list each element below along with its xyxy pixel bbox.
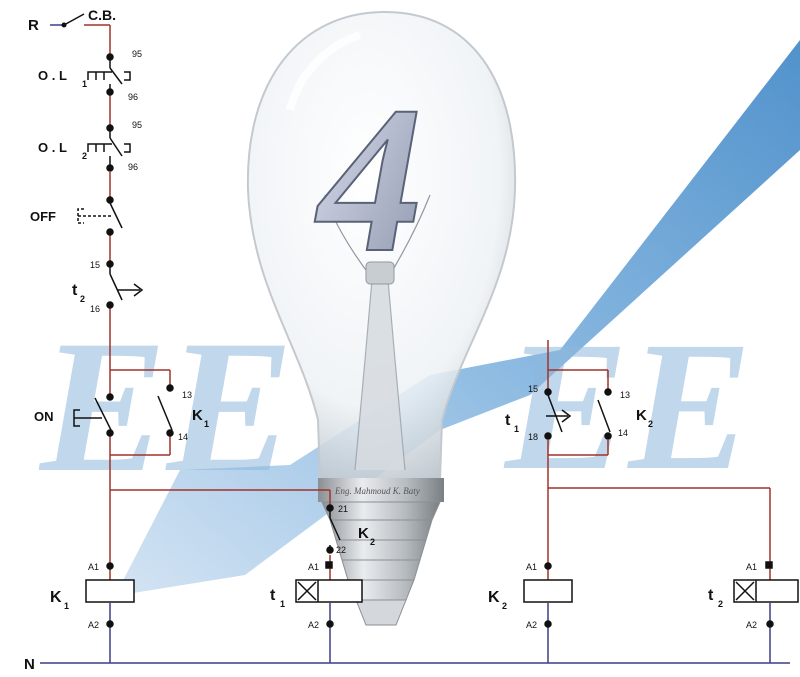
overload-contact-ol1 xyxy=(87,53,131,96)
k2-holding-contact xyxy=(597,388,612,440)
overload-contact-ol2 xyxy=(87,124,131,172)
svg-text:A1: A1 xyxy=(308,562,319,572)
coil-t1 xyxy=(295,561,363,628)
t2-contact-label: t 2 15 16 xyxy=(72,260,100,314)
ee-logo-watermark-right: EE xyxy=(503,304,752,509)
supply-phase-label: R xyxy=(28,17,39,34)
svg-text:O . L: O . L xyxy=(38,140,67,155)
svg-text:1: 1 xyxy=(204,419,209,429)
k1-holding-label: 13 14 K 1 xyxy=(178,390,209,442)
coil-t2 xyxy=(733,561,799,628)
svg-text:t: t xyxy=(708,587,714,604)
svg-text:EE: EE xyxy=(503,304,752,509)
svg-text:EE: EE xyxy=(38,302,293,512)
ol2-label: O . L 2 95 96 xyxy=(38,120,142,172)
light-bulb-watermark: Eng. Mahmoud K. Baty xyxy=(246,10,517,626)
svg-text:C.B.: C.B. xyxy=(88,7,116,23)
coil-k1 xyxy=(85,562,135,628)
svg-text:15: 15 xyxy=(528,384,538,394)
svg-text:K: K xyxy=(488,589,500,606)
t1-contact-label: t 1 15 18 xyxy=(505,384,538,442)
svg-text:13: 13 xyxy=(182,390,192,400)
svg-text:96: 96 xyxy=(128,92,138,102)
svg-text:96: 96 xyxy=(128,162,138,172)
svg-text:1: 1 xyxy=(82,79,87,89)
timer-contact-t1 xyxy=(544,388,572,440)
coil-t2-label: t 2 A1 A2 xyxy=(708,562,757,630)
svg-text:t: t xyxy=(270,587,276,604)
svg-text:22: 22 xyxy=(336,545,346,555)
svg-text:4: 4 xyxy=(314,64,423,296)
k1-holding-contact xyxy=(157,384,174,437)
svg-text:18: 18 xyxy=(528,432,538,442)
off-label: OFF xyxy=(30,209,56,224)
neutral-label: N xyxy=(24,656,35,673)
svg-text:14: 14 xyxy=(178,432,188,442)
svg-text:2: 2 xyxy=(718,599,723,609)
svg-text:R: R xyxy=(28,17,39,34)
svg-text:1: 1 xyxy=(514,424,519,434)
svg-text:2: 2 xyxy=(80,294,85,304)
svg-text:t: t xyxy=(505,412,511,429)
svg-text:N: N xyxy=(24,656,35,673)
svg-text:A2: A2 xyxy=(88,620,99,630)
on-pushbutton xyxy=(73,393,114,437)
bulb-caption: Eng. Mahmoud K. Baty xyxy=(334,486,420,496)
svg-text:2: 2 xyxy=(648,419,653,429)
ee-logo-watermark-left: EE xyxy=(38,302,293,512)
svg-text:14: 14 xyxy=(618,428,628,438)
k2-interlock-label: 21 22 K 2 xyxy=(336,504,375,555)
k2-holding-label: 13 14 K 2 xyxy=(618,390,653,438)
svg-text:15: 15 xyxy=(90,260,100,270)
k2-interlock-contact xyxy=(326,504,341,554)
coil-t1-label: t 1 A1 A2 xyxy=(270,562,319,630)
svg-text:t: t xyxy=(72,282,78,299)
svg-text:A2: A2 xyxy=(308,620,319,630)
svg-text:A2: A2 xyxy=(746,620,757,630)
coil-k2 xyxy=(523,562,573,628)
circuit-breaker: C.B. xyxy=(61,7,116,28)
on-label: ON xyxy=(34,409,54,424)
ol1-label: O . L 1 95 96 xyxy=(38,49,142,102)
coil-k2-label: K 2 A1 A2 xyxy=(488,562,537,630)
svg-text:K: K xyxy=(636,407,647,424)
coil-k1-label: K 1 A1 A2 xyxy=(50,562,99,630)
off-pushbutton xyxy=(77,196,123,236)
wires xyxy=(40,24,790,664)
svg-text:A1: A1 xyxy=(746,562,757,572)
svg-text:OFF: OFF xyxy=(30,209,56,224)
svg-text:A1: A1 xyxy=(88,562,99,572)
bulb-number-watermark: 4 xyxy=(313,63,424,297)
timer-contact-t2 xyxy=(106,260,144,309)
svg-text:2: 2 xyxy=(502,601,507,611)
svg-text:95: 95 xyxy=(132,49,142,59)
svg-text:O . L: O . L xyxy=(38,68,67,83)
svg-text:A1: A1 xyxy=(526,562,537,572)
lightning-bolt-watermark xyxy=(115,40,800,596)
svg-text:A2: A2 xyxy=(526,620,537,630)
svg-text:2: 2 xyxy=(82,151,87,161)
svg-text:ON: ON xyxy=(34,409,54,424)
svg-text:16: 16 xyxy=(90,304,100,314)
svg-text:21: 21 xyxy=(338,504,348,514)
svg-text:K: K xyxy=(358,525,369,542)
svg-text:2: 2 xyxy=(370,537,375,547)
svg-text:K: K xyxy=(192,407,203,424)
svg-text:95: 95 xyxy=(132,120,142,130)
svg-text:K: K xyxy=(50,589,62,606)
svg-text:1: 1 xyxy=(64,601,69,611)
svg-text:1: 1 xyxy=(280,599,285,609)
svg-text:13: 13 xyxy=(620,390,630,400)
